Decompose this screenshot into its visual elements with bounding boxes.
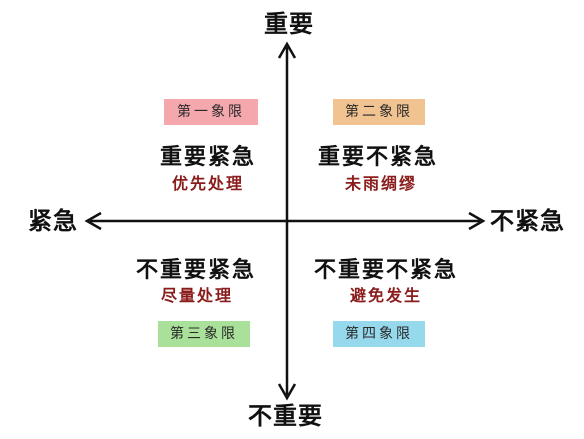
arrow-left-icon xyxy=(84,211,102,231)
quadrant-2-action: 未雨绸缪 xyxy=(345,174,418,193)
arrow-down-icon xyxy=(277,383,297,401)
quadrant-4-title: 不重要不紧急 xyxy=(314,257,459,283)
quadrant-3-action: 尽量处理 xyxy=(161,286,234,305)
axis-label-bottom: 不重要 xyxy=(248,401,323,430)
arrow-up-icon xyxy=(277,41,297,59)
quadrant-4-action: 避免发生 xyxy=(350,286,423,305)
quadrant-1-action: 优先处理 xyxy=(172,174,245,193)
axis-label-left: 紧急 xyxy=(28,206,78,235)
quadrant-3-tag: 第三象限 xyxy=(158,321,250,347)
quadrant-1-title: 重要紧急 xyxy=(160,144,257,170)
arrow-right-icon xyxy=(468,211,486,231)
quadrant-4-tag: 第四象限 xyxy=(333,321,425,347)
quadrant-2-title: 重要不紧急 xyxy=(318,144,439,170)
quadrant-3-title: 不重要紧急 xyxy=(136,257,257,283)
axis-label-top: 重要 xyxy=(264,9,314,38)
quadrant-1-tag: 第一象限 xyxy=(164,99,258,125)
quadrant-2-tag: 第二象限 xyxy=(333,99,425,125)
axis-label-right: 不紧急 xyxy=(490,206,565,235)
